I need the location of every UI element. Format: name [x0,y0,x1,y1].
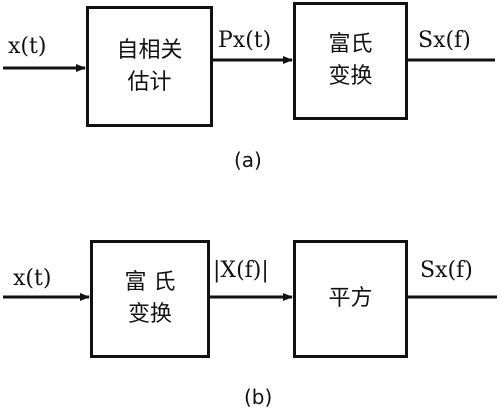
a-block2-line1: 富氏 [328,32,373,58]
b-fourier-block: 富 氏 变换 [90,240,210,358]
b-block2-line1: 平方 [328,286,373,312]
b-block1-line1: 富 氏 [124,270,176,296]
b-block1-line2: 变换 [127,302,172,327]
a-output-label: Sx(f) [418,28,471,53]
a-block2-line2: 变换 [328,64,373,89]
a-fourier-block: 富氏 变换 [293,2,408,120]
a-mid-label: Px(t) [218,28,272,53]
a-caption: (a) [234,148,262,172]
b-mid-label: |X(f)| [213,258,269,283]
b-square-block: 平方 [293,240,408,358]
b-input-label: x(t) [13,266,52,291]
b-caption: (b) [244,385,273,409]
a-block1-line2: 估计 [127,69,172,95]
b-output-label: Sx(f) [420,258,473,283]
a-input-label: x(t) [8,34,47,59]
a-autocorrelation-block: 自相关 估计 [86,6,213,127]
a-block1-line1: 自相关 [116,37,183,63]
